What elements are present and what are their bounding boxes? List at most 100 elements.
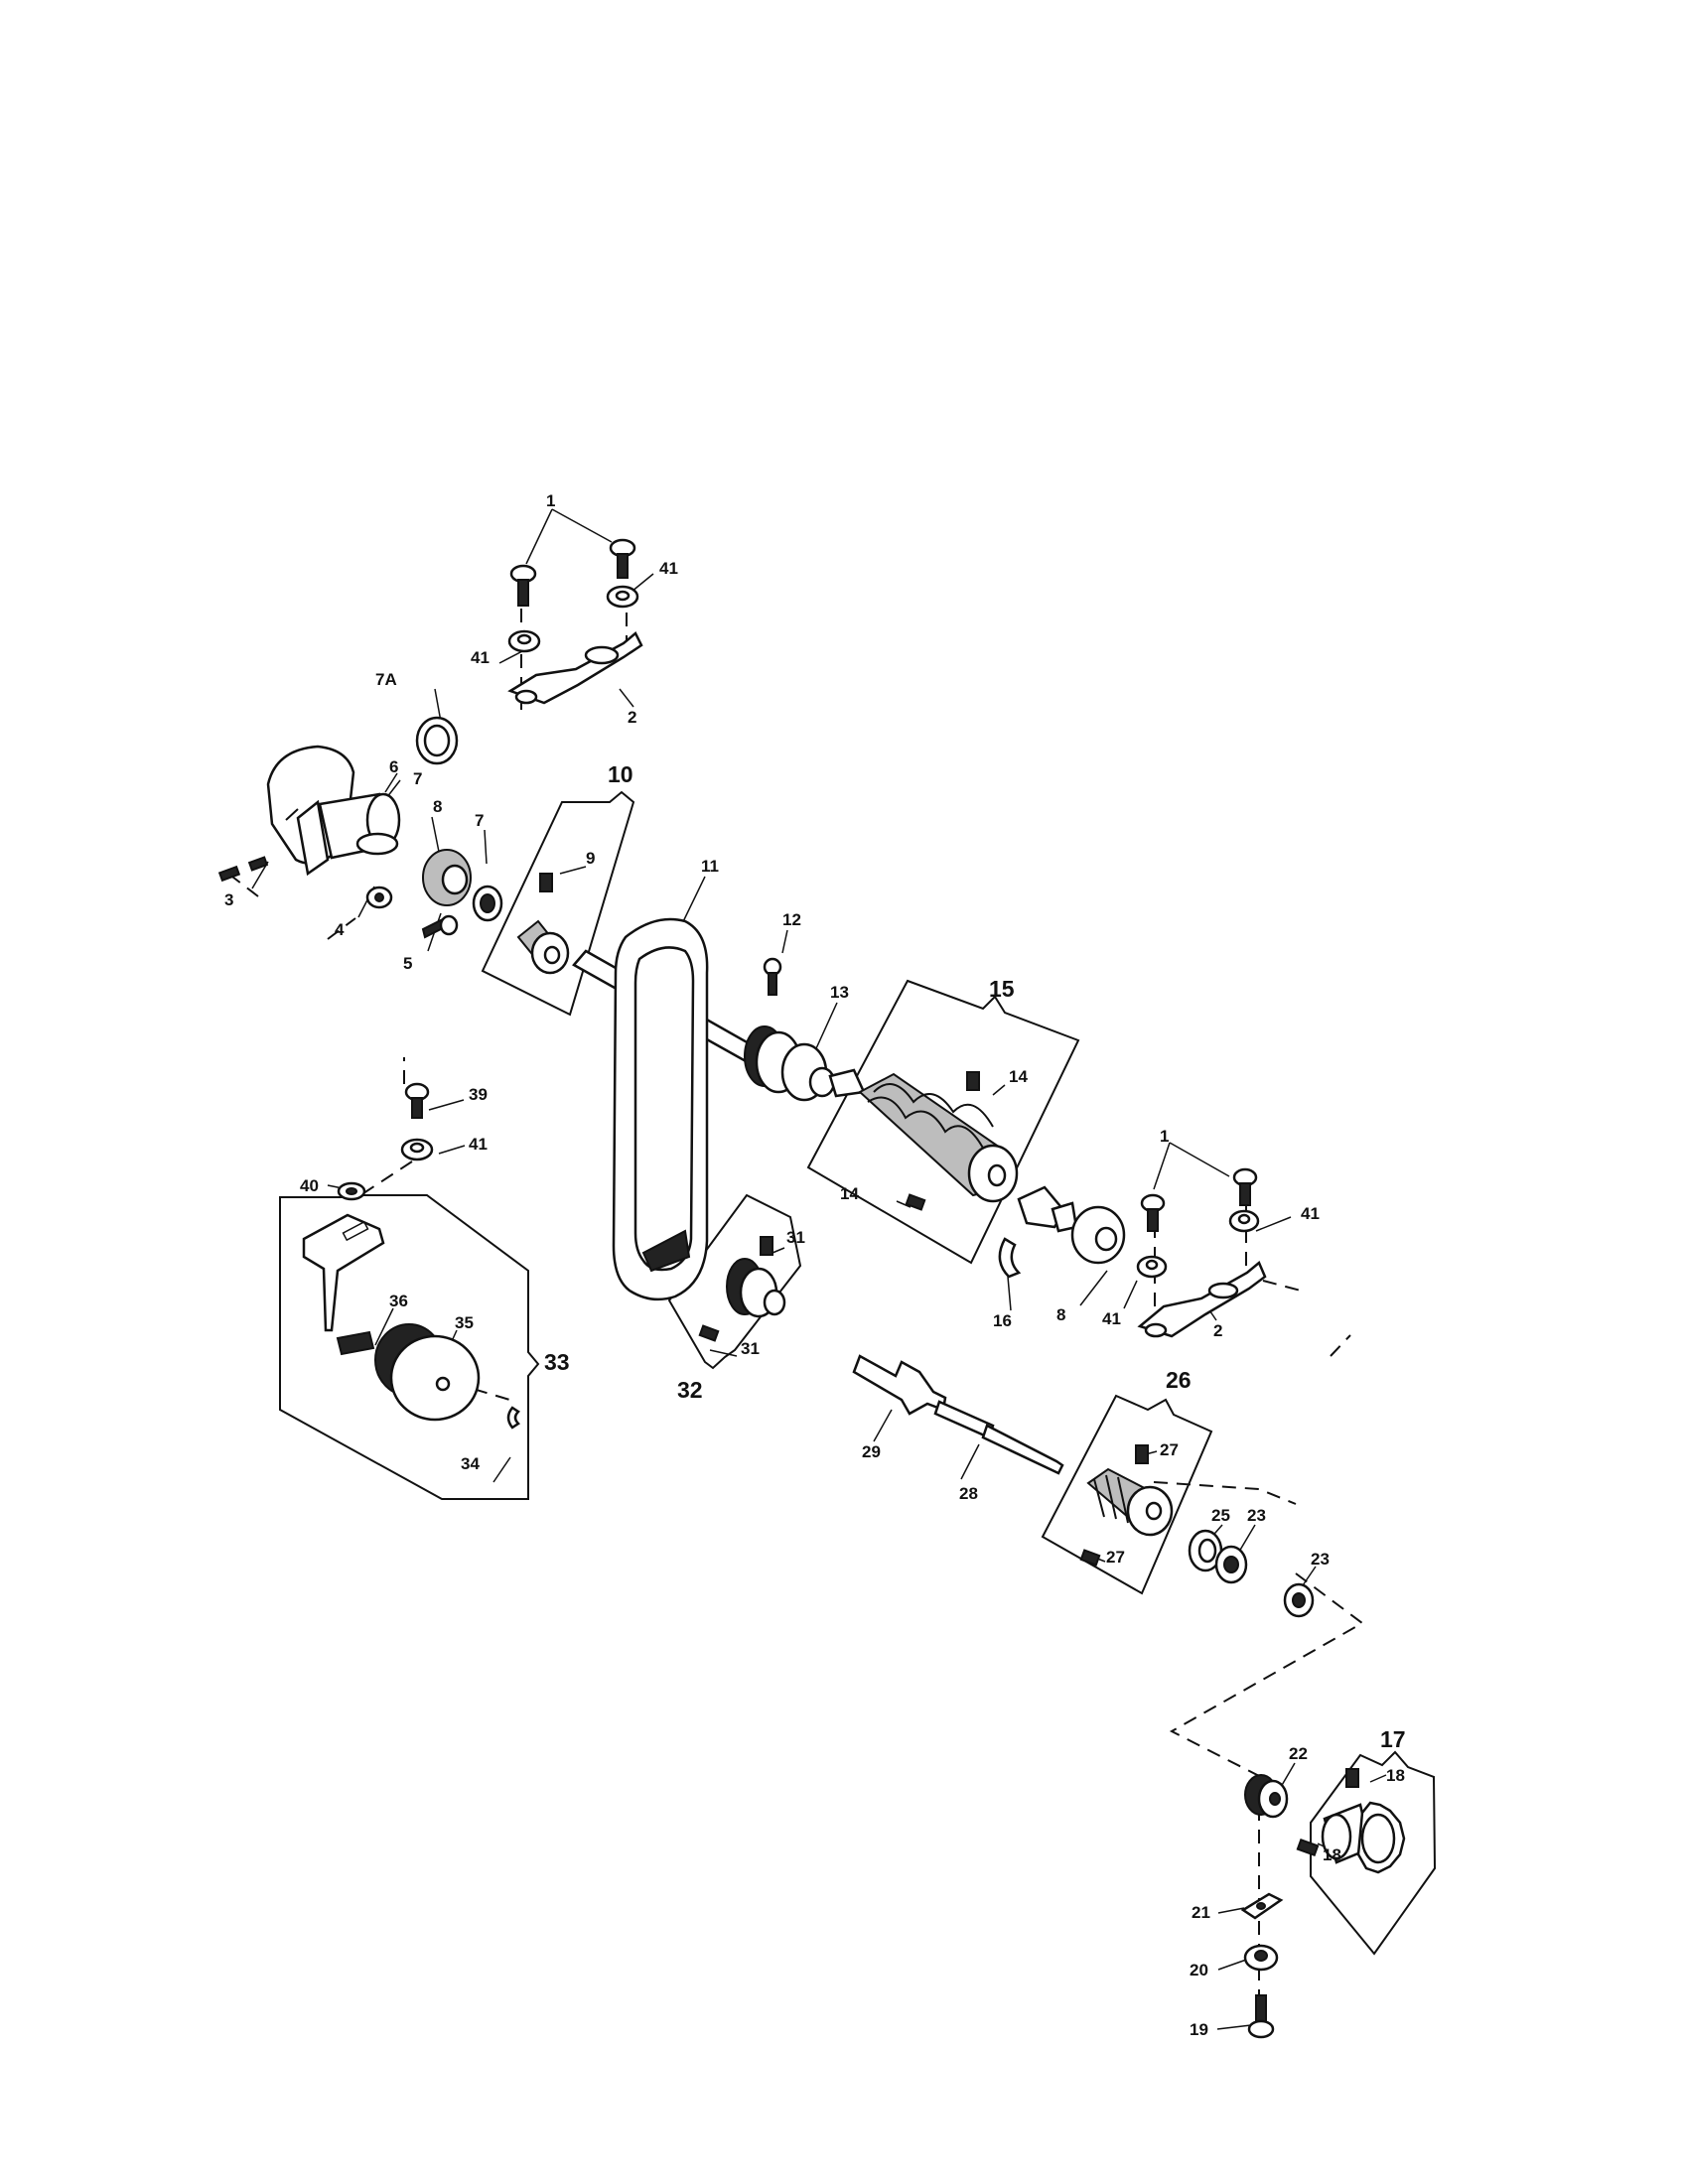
callout-4: 4 xyxy=(335,920,345,939)
axle-36-icon xyxy=(336,1330,375,1356)
setscrew-14-bottom-icon xyxy=(905,1193,926,1211)
washer-40-icon xyxy=(337,1181,366,1201)
callout-labels: 1 41 41 2 7A 6 7 8 7 10 9 3 4 5 11 12 13… xyxy=(224,491,1406,2039)
bracket-2-right-icon xyxy=(1137,1260,1267,1338)
setscrew-31-top-icon xyxy=(760,1236,773,1256)
callout-26: 26 xyxy=(1166,1367,1192,1393)
callout-13: 13 xyxy=(830,983,849,1002)
screw-12-icon xyxy=(763,957,782,996)
callout-40: 40 xyxy=(300,1176,319,1195)
callout-16: 16 xyxy=(993,1311,1012,1330)
setscrew-18-bottom-icon xyxy=(1296,1838,1320,1857)
washer-7a-icon xyxy=(415,716,459,765)
callout-9: 9 xyxy=(586,849,595,868)
setscrew-18-top-icon xyxy=(1345,1768,1359,1788)
washer-41-right-icon xyxy=(606,585,639,609)
callout-14-top: 14 xyxy=(1009,1067,1028,1086)
callout-33: 33 xyxy=(544,1349,570,1375)
callout-1-right: 1 xyxy=(1160,1127,1169,1146)
right-bracket-assembly xyxy=(1136,1167,1267,1338)
callout-31-bottom: 31 xyxy=(741,1339,760,1358)
gear-26-assembly xyxy=(1079,1444,1315,1618)
callout-21: 21 xyxy=(1192,1903,1210,1922)
setscrew-3-icon xyxy=(217,856,269,883)
callout-22: 22 xyxy=(1289,1744,1308,1763)
callout-41-top-left: 41 xyxy=(471,648,490,667)
screw-1-b-left-icon xyxy=(1140,1193,1166,1232)
connector-icon xyxy=(1017,1185,1078,1233)
worm-gear-assembly xyxy=(858,1071,1126,1279)
callout-29: 29 xyxy=(862,1442,881,1461)
idler-pulley-assembly xyxy=(302,1082,520,1430)
washer-23-b-icon xyxy=(1283,1582,1315,1618)
collar-10-icon xyxy=(516,919,570,975)
callout-6: 6 xyxy=(389,757,398,776)
setscrew-9-icon xyxy=(539,873,553,892)
top-bracket-assembly xyxy=(507,538,643,705)
screw-19-icon xyxy=(1247,1994,1275,2039)
callout-41-lower: 41 xyxy=(1102,1309,1121,1328)
bushing-22-icon xyxy=(1244,1774,1289,1819)
callout-7-a: 7 xyxy=(413,769,422,788)
callout-27-bottom: 27 xyxy=(1106,1548,1125,1567)
callout-41-left: 41 xyxy=(469,1135,488,1154)
callout-17: 17 xyxy=(1380,1726,1406,1752)
washer-41-e-icon xyxy=(400,1138,434,1161)
callout-8-right: 8 xyxy=(1056,1305,1065,1324)
shaft-29-icon xyxy=(852,1354,947,1416)
callout-12: 12 xyxy=(782,910,801,929)
clamp-4-icon xyxy=(365,886,393,909)
washer-41-c-icon xyxy=(1228,1209,1260,1233)
callout-35: 35 xyxy=(455,1313,474,1332)
ring-25-icon xyxy=(1188,1529,1223,1572)
callout-32: 32 xyxy=(677,1377,703,1403)
gear-32-icon xyxy=(726,1258,786,1318)
pulley-35-icon xyxy=(374,1323,481,1422)
pulley-13-icon xyxy=(744,1025,836,1102)
callout-41-top-right: 41 xyxy=(659,559,678,578)
screw-1-left-icon xyxy=(509,564,537,607)
gear-32-assembly xyxy=(698,1236,786,1342)
lower-shaft-assembly xyxy=(852,1354,1064,1475)
callout-3: 3 xyxy=(224,890,233,909)
clip-21-icon xyxy=(1240,1892,1284,1920)
callout-2-top: 2 xyxy=(628,708,636,727)
callout-11: 11 xyxy=(701,857,719,876)
callout-7a: 7A xyxy=(375,670,397,689)
callout-8-left: 8 xyxy=(433,797,442,816)
bracket-2-top-icon xyxy=(507,631,643,705)
callout-23-b: 23 xyxy=(1311,1550,1330,1569)
group-box-17 xyxy=(1310,1750,1437,1956)
group-box-26 xyxy=(1041,1394,1213,1595)
pulley-8-left-icon xyxy=(422,849,472,906)
washer-20-icon xyxy=(1243,1944,1279,1972)
callout-23-a: 23 xyxy=(1247,1506,1266,1525)
callout-19: 19 xyxy=(1190,2020,1208,2039)
callout-36: 36 xyxy=(389,1292,408,1310)
group-box-10 xyxy=(481,790,635,1017)
callout-2-right: 2 xyxy=(1213,1321,1222,1340)
callout-20: 20 xyxy=(1190,1961,1208,1979)
washer-41-d-icon xyxy=(1136,1255,1168,1279)
group-box-32 xyxy=(667,1193,802,1370)
screw-5-icon xyxy=(421,914,459,939)
pulley-8-right-icon xyxy=(1070,1205,1126,1265)
setscrew-31-bottom-icon xyxy=(698,1324,720,1342)
callout-5: 5 xyxy=(403,954,412,973)
screw-1-b-right-icon xyxy=(1232,1167,1258,1206)
group-box-15 xyxy=(806,979,1080,1265)
washer-41-left-icon xyxy=(507,629,541,653)
gear-17-icon xyxy=(1321,1801,1406,1874)
shaft-28-icon xyxy=(981,1424,1064,1475)
callout-25: 25 xyxy=(1211,1506,1230,1525)
clip-34-icon xyxy=(506,1406,520,1430)
setscrew-14-top-icon xyxy=(966,1071,980,1091)
bottom-gear-assembly xyxy=(1240,1768,1406,2039)
callout-39: 39 xyxy=(469,1085,488,1104)
callout-15: 15 xyxy=(989,976,1015,1002)
callout-18-bottom: 18 xyxy=(1323,1845,1341,1864)
setscrew-27-bottom-icon xyxy=(1079,1549,1101,1567)
screw-1-right-icon xyxy=(609,538,636,579)
gear-26-icon xyxy=(1086,1467,1174,1537)
